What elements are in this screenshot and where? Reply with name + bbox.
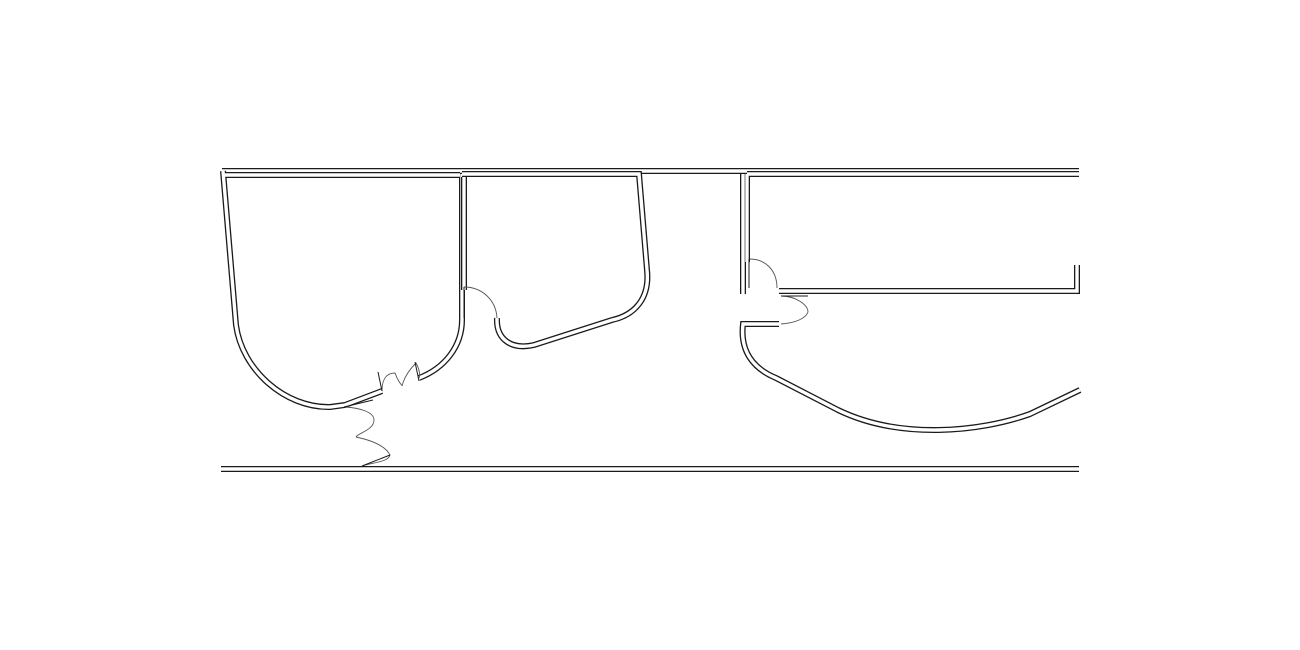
room-middle-curved bbox=[461, 171, 651, 350]
door-bottom-corridor[interactable] bbox=[343, 399, 391, 467]
room-left-rounded bbox=[220, 170, 465, 411]
door-left-room[interactable] bbox=[377, 361, 420, 392]
door-middle-room[interactable] bbox=[463, 286, 498, 319]
room-right-partition bbox=[740, 171, 1080, 294]
room-right-curved bbox=[739, 321, 1082, 434]
door-right-lower[interactable] bbox=[780, 295, 809, 325]
door-right-upper[interactable] bbox=[748, 258, 778, 289]
